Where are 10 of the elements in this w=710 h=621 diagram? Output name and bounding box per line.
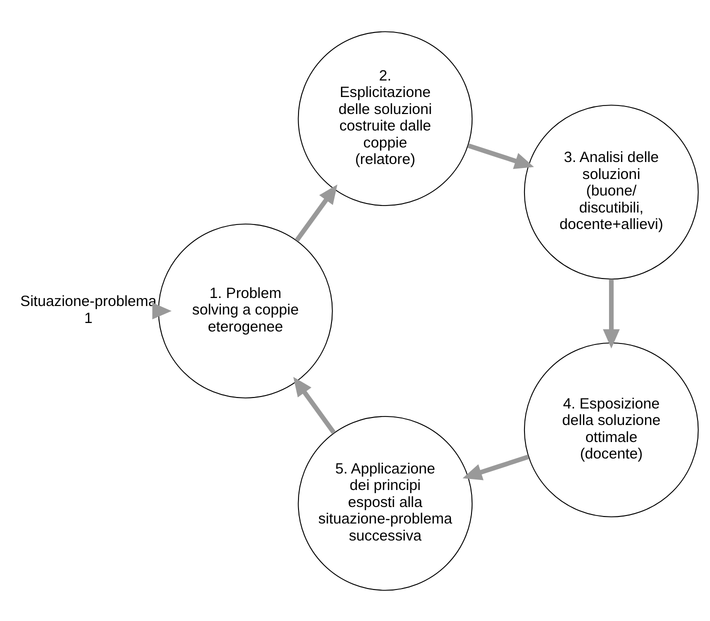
- node-text: Situazione-problema 1: [20, 294, 157, 326]
- arrow: [467, 142, 534, 169]
- arrow: [294, 184, 338, 242]
- arrow: [602, 278, 620, 348]
- node-circle: 4. Esposizione della soluzione ottimale (docente): [524, 342, 699, 517]
- node-circle: 3. Analisi delle soluzioni (buone/ discutibili, docente+allievi): [524, 104, 699, 279]
- node-circle: 5. Applicazione dei principi esposti alla situazione-problema successiva: [298, 415, 473, 590]
- arrow: [293, 376, 336, 434]
- arrow: [462, 454, 530, 480]
- arrow: [152, 302, 172, 319]
